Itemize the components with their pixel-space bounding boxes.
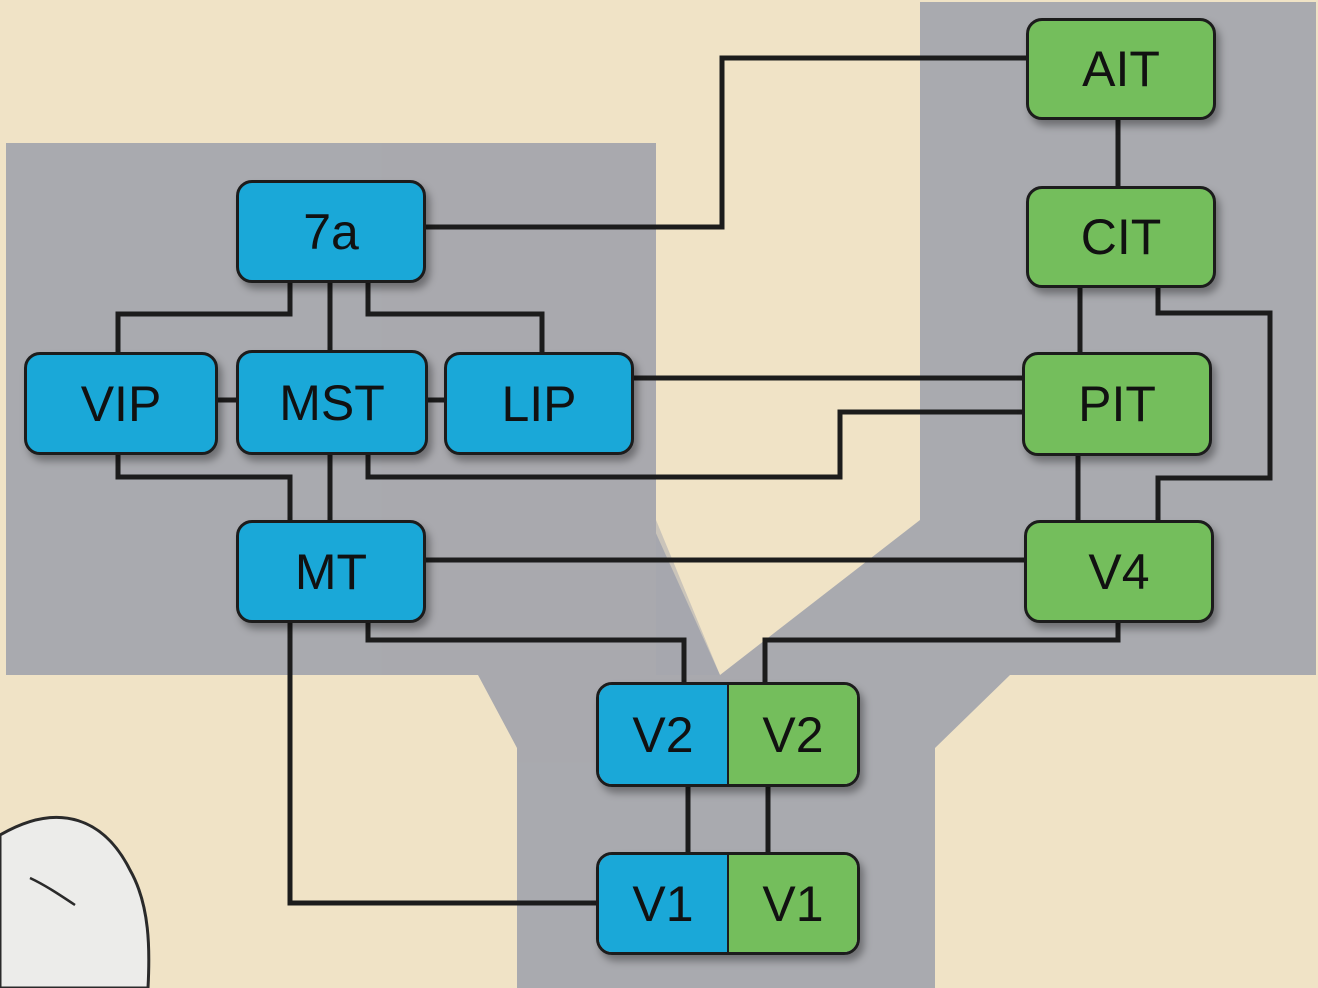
line-cit-v4 [1155,285,1273,525]
node-lip: LIP [444,352,634,455]
node-v2-ventral: V2 [729,685,857,784]
line-v4-v2 [762,622,1121,690]
line-7a-vip [115,283,293,357]
node-v1-dorsal: V1 [599,855,729,952]
node-pit: PIT [1022,352,1212,456]
node-cit: CIT [1026,186,1216,288]
line-7a-lip [365,283,545,357]
node-v2-dorsal: V2 [599,685,729,784]
node-7a: 7a [236,180,426,283]
node-v2: V2 V2 [596,682,860,787]
node-vip: VIP [24,352,218,455]
line-mt-v2 [365,620,687,690]
node-ait: AIT [1026,18,1216,120]
node-mst: MST [236,350,428,455]
node-v1: V1 V1 [596,852,860,955]
node-v1-ventral: V1 [729,855,857,952]
head-outline [0,815,151,988]
node-mt: MT [236,520,426,623]
line-7a-ait [425,55,1030,230]
line-mst-pit [365,409,1025,480]
line-vip-mt [115,452,293,525]
node-v4: V4 [1024,520,1214,623]
line-mt-v1 [287,620,602,906]
